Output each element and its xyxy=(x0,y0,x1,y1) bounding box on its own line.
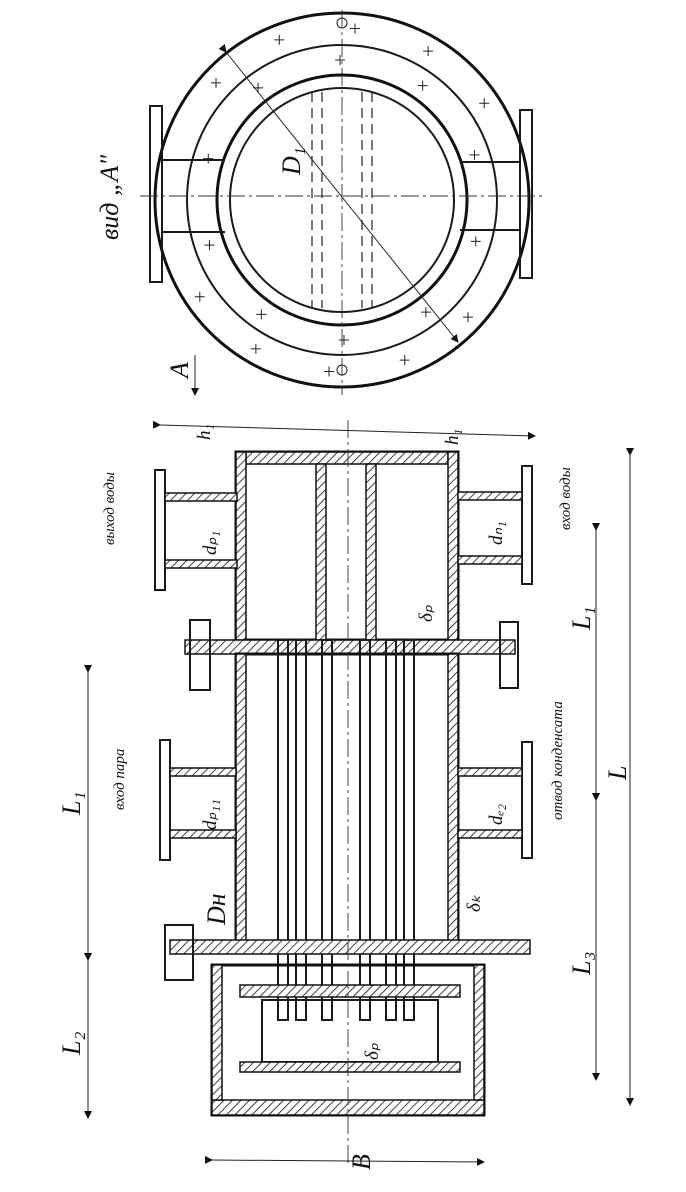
section-view: h₁ h₁ выход воды вход воды вход пара отв… xyxy=(57,420,634,1170)
b-label: В xyxy=(347,1154,376,1170)
d1-dimension-line xyxy=(218,44,459,343)
shell xyxy=(234,652,460,952)
l2-label: L₂ xyxy=(57,1032,86,1057)
bolt-mark xyxy=(423,46,434,57)
l1-right-label: L₁ xyxy=(567,607,596,632)
dn1-label: dₙ₁ xyxy=(486,521,507,545)
b-dimension-line xyxy=(204,1155,485,1166)
bolt-mark xyxy=(420,307,431,318)
bolt-mark xyxy=(194,291,205,302)
d1-label: D₁ xyxy=(277,147,306,176)
bolt-mark xyxy=(335,55,346,66)
delta-p-top-label: δₚ xyxy=(416,604,437,622)
end-view-right-nozzle xyxy=(460,109,533,279)
bolt-mark xyxy=(470,236,481,247)
end-view-left-nozzle xyxy=(149,105,225,283)
bolt-mark xyxy=(211,77,222,88)
bolt-mark xyxy=(479,98,490,109)
h1-left-label: h₁ xyxy=(194,424,215,440)
bolt-mark xyxy=(462,312,473,323)
l1-left-label: L₁ xyxy=(57,792,86,817)
bolt-mark xyxy=(250,343,261,354)
bolt-mark xyxy=(324,366,335,377)
bolt-mark xyxy=(349,23,360,34)
dn-label: Dн xyxy=(202,893,231,926)
bolt-mark xyxy=(338,334,349,345)
bolt-marks xyxy=(194,23,490,377)
bolt-mark xyxy=(417,80,428,91)
water-out-label: выход воды xyxy=(102,472,118,545)
delta-k-label: δₖ xyxy=(464,894,485,912)
delta-p-bottom-label: δₚ xyxy=(362,1042,383,1060)
condensate-nozzle xyxy=(457,741,533,859)
tube-bundle xyxy=(277,639,415,1021)
de2-label: dₑ₂ xyxy=(486,804,507,825)
dp11-label: dₚ₁₁ xyxy=(200,799,221,830)
steam-in-nozzle xyxy=(159,739,237,861)
lower-flange xyxy=(169,939,531,955)
condensate-out-label: отвод конденсата xyxy=(550,701,566,820)
water-in-nozzle xyxy=(457,465,533,585)
arrow-a-label: А xyxy=(165,362,194,380)
h1-right-label: h₁ xyxy=(442,429,463,445)
view-a-label: вид „А" xyxy=(95,155,124,240)
l-label: L xyxy=(603,766,632,781)
water-in-label: вход воды xyxy=(558,467,574,530)
bolt-mark xyxy=(253,82,264,93)
water-out-nozzle xyxy=(154,469,238,591)
steam-in-label: вход пара xyxy=(112,749,128,810)
bolt-mark xyxy=(256,309,267,320)
end-view: вид „А" D₁ А xyxy=(95,10,545,396)
bolt-mark xyxy=(274,34,285,45)
bolt-mark xyxy=(203,153,214,164)
dp1-label: dₚ₁ xyxy=(200,531,221,555)
l3-label: L₃ xyxy=(567,952,596,977)
bolt-mark xyxy=(204,240,215,251)
h1-dimension-line xyxy=(152,420,536,440)
bolt-mark xyxy=(399,355,410,366)
tube-sheet-flange xyxy=(184,639,516,655)
bolt-mark xyxy=(469,149,480,160)
